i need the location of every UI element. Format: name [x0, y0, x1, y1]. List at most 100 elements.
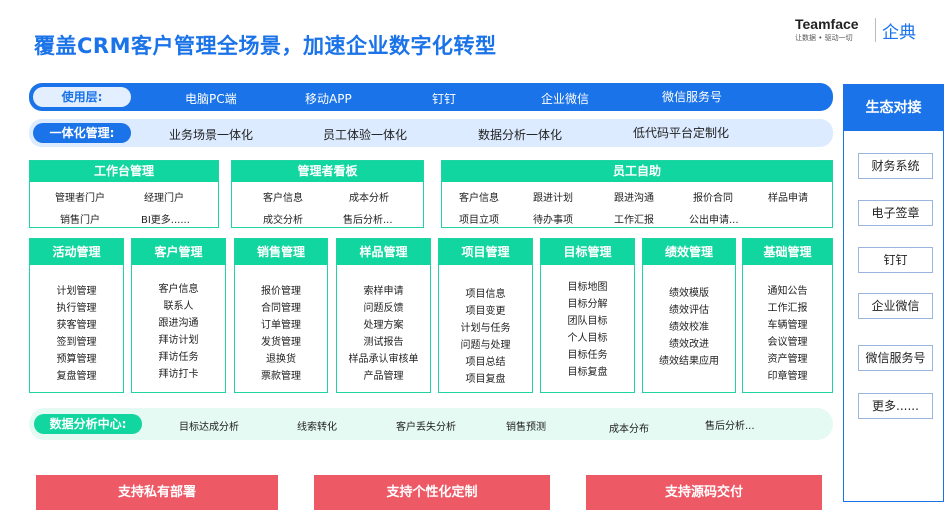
employee-self-item: 工作汇报 [614, 215, 654, 226]
data-center-item: 销售预测 [506, 422, 546, 433]
module-item: 项目复盘 [465, 374, 506, 385]
cta-source-code: 支持源码交付 [586, 475, 822, 510]
module-item: 报价管理 [261, 286, 301, 297]
module-item: 计划与任务 [460, 323, 511, 334]
module-item: 团队目标 [567, 316, 608, 327]
module-title: 销售管理 [235, 239, 327, 265]
module-item: 问题与处理 [460, 340, 511, 351]
employee-self-item: 跟进计划 [533, 193, 573, 204]
module-item: 车辆管理 [767, 320, 808, 331]
module-activity: 活动管理 计划管理 执行管理 获客管理 签到管理 预算管理 复盘管理 [29, 238, 124, 393]
module-item: 绩效结果应用 [659, 356, 719, 367]
ecosystem-item: 钉钉 [858, 247, 933, 273]
module-item: 资产管理 [767, 354, 808, 365]
page-title: 覆盖CRM客户管理全场景，加速企业数字化转型 [34, 34, 497, 58]
module-item: 获客管理 [56, 320, 97, 331]
module-item: 复盘管理 [56, 371, 97, 382]
module-basic: 基础管理 通知公告 工作汇报 车辆管理 会议管理 资产管理 印章管理 [742, 238, 833, 393]
module-item: 票款管理 [261, 371, 301, 382]
usage-item: 企业微信 [541, 92, 590, 106]
module-customer: 客户管理 客户信息 联系人 跟进沟通 拜访计划 拜访任务 拜访打卡 [131, 238, 226, 393]
workbench-item: 管理者门户 [55, 193, 105, 204]
ecosystem-panel: 生态对接 财务系统 电子签章 钉钉 企业微信 微信服务号 更多...... [843, 84, 944, 502]
integrated-mgmt-bar: 一体化管理: 业务场景一体化 员工体验一体化 数据分析一体化 低代码平台定制化 [29, 119, 833, 147]
ecosystem-title: 生态对接 [844, 85, 943, 131]
module-item: 工作汇报 [767, 303, 808, 314]
teamface-logo: Teamface 让数据 • 驱动一切 企典 [795, 16, 935, 46]
module-title: 客户管理 [132, 239, 225, 265]
ecosystem-item: 企业微信 [858, 293, 933, 319]
module-item: 目标分解 [567, 299, 608, 310]
module-title: 绩效管理 [643, 239, 735, 265]
logo-name-cn: 企典 [882, 23, 916, 43]
module-item: 联系人 [163, 301, 194, 312]
logo-name-en: Teamface [795, 16, 859, 32]
integrated-mgmt-label: 一体化管理: [33, 123, 131, 143]
integrated-item: 低代码平台定制化 [633, 126, 730, 140]
workbench-item: 经理门户 [144, 193, 184, 204]
manager-board-item: 客户信息 [263, 193, 303, 204]
data-center-item: 售后分析... [705, 421, 755, 432]
integrated-item: 业务场景一体化 [169, 128, 254, 142]
manager-board-box: 管理者看板 客户信息 成本分析 成交分析 售后分析... [231, 160, 424, 228]
module-item: 退换货 [266, 354, 296, 365]
module-item: 目标复盘 [567, 367, 608, 378]
manager-board-item: 成交分析 [263, 215, 303, 226]
cta-custom: 支持个性化定制 [314, 475, 550, 510]
logo-tagline: 让数据 • 驱动一切 [795, 34, 853, 42]
module-sales: 销售管理 报价管理 合同管理 订单管理 发货管理 退换货 票款管理 [234, 238, 328, 393]
logo-divider [875, 18, 876, 42]
module-item: 绩效模版 [669, 288, 709, 299]
module-item: 执行管理 [56, 303, 97, 314]
employee-self-item: 待办事项 [533, 215, 573, 226]
manager-board-title: 管理者看板 [232, 161, 423, 182]
employee-self-item: 项目立项 [459, 215, 499, 226]
module-title: 样品管理 [337, 239, 430, 265]
module-item: 问题反馈 [363, 303, 404, 314]
data-center-item: 目标达成分析 [179, 422, 239, 433]
module-sample: 样品管理 索样申请 问题反馈 处理方案 测试报告 样品承认审核单 产品管理 [336, 238, 431, 393]
manager-board-item: 售后分析... [343, 215, 393, 226]
module-item: 预算管理 [56, 354, 97, 365]
module-item: 处理方案 [363, 320, 404, 331]
usage-item: 电脑PC端 [185, 92, 237, 106]
module-item: 产品管理 [363, 371, 404, 382]
module-item: 拜访打卡 [158, 369, 199, 380]
employee-self-item: 跟进沟通 [614, 193, 654, 204]
usage-layer-label: 使用层: [33, 87, 131, 107]
module-item: 通知公告 [767, 286, 808, 297]
data-center-bar: 数据分析中心: 目标达成分析 线索转化 客户丢失分析 销售预测 成本分布 售后分… [29, 408, 833, 440]
employee-self-item: 客户信息 [459, 193, 499, 204]
ecosystem-item: 电子签章 [858, 200, 933, 226]
module-item: 索样申请 [363, 286, 404, 297]
workbench-item: BI更多...... [141, 215, 190, 226]
module-title: 目标管理 [541, 239, 634, 265]
module-target: 目标管理 目标地图 目标分解 团队目标 个人目标 目标任务 目标复盘 [540, 238, 635, 393]
module-item: 绩效评估 [669, 305, 709, 316]
employee-self-item: 样品申请 [768, 193, 808, 204]
data-center-item: 线索转化 [297, 422, 337, 433]
integrated-item: 数据分析一体化 [478, 128, 563, 142]
module-item: 签到管理 [56, 337, 97, 348]
module-item: 客户信息 [158, 284, 199, 295]
employee-self-box: 员工自助 客户信息 跟进计划 跟进沟通 报价合同 样品申请 项目立项 待办事项 … [441, 160, 833, 228]
module-performance: 绩效管理 绩效模版 绩效评估 绩效校准 绩效改进 绩效结果应用 [642, 238, 736, 393]
workbench-title: 工作台管理 [30, 161, 218, 182]
module-item: 样品承认审核单 [348, 354, 419, 365]
cta-private-deploy: 支持私有部署 [36, 475, 278, 510]
employee-self-item: 报价合同 [693, 193, 733, 204]
module-item: 绩效改进 [669, 339, 709, 350]
employee-self-item: 公出申请... [689, 215, 739, 226]
module-item: 跟进沟通 [158, 318, 199, 329]
module-title: 活动管理 [30, 239, 123, 265]
ecosystem-item: 微信服务号 [858, 345, 933, 371]
module-item: 绩效校准 [669, 322, 709, 333]
module-item: 合同管理 [261, 303, 301, 314]
module-title: 项目管理 [439, 239, 532, 265]
module-item: 计划管理 [56, 286, 97, 297]
data-center-item: 成本分布 [609, 424, 649, 435]
usage-layer-bar: 使用层: 电脑PC端 移动APP 钉钉 企业微信 微信服务号 [29, 83, 833, 111]
usage-item: 移动APP [305, 92, 352, 106]
workbench-box: 工作台管理 管理者门户 经理门户 销售门户 BI更多...... [29, 160, 219, 228]
ecosystem-item: 财务系统 [858, 153, 933, 179]
